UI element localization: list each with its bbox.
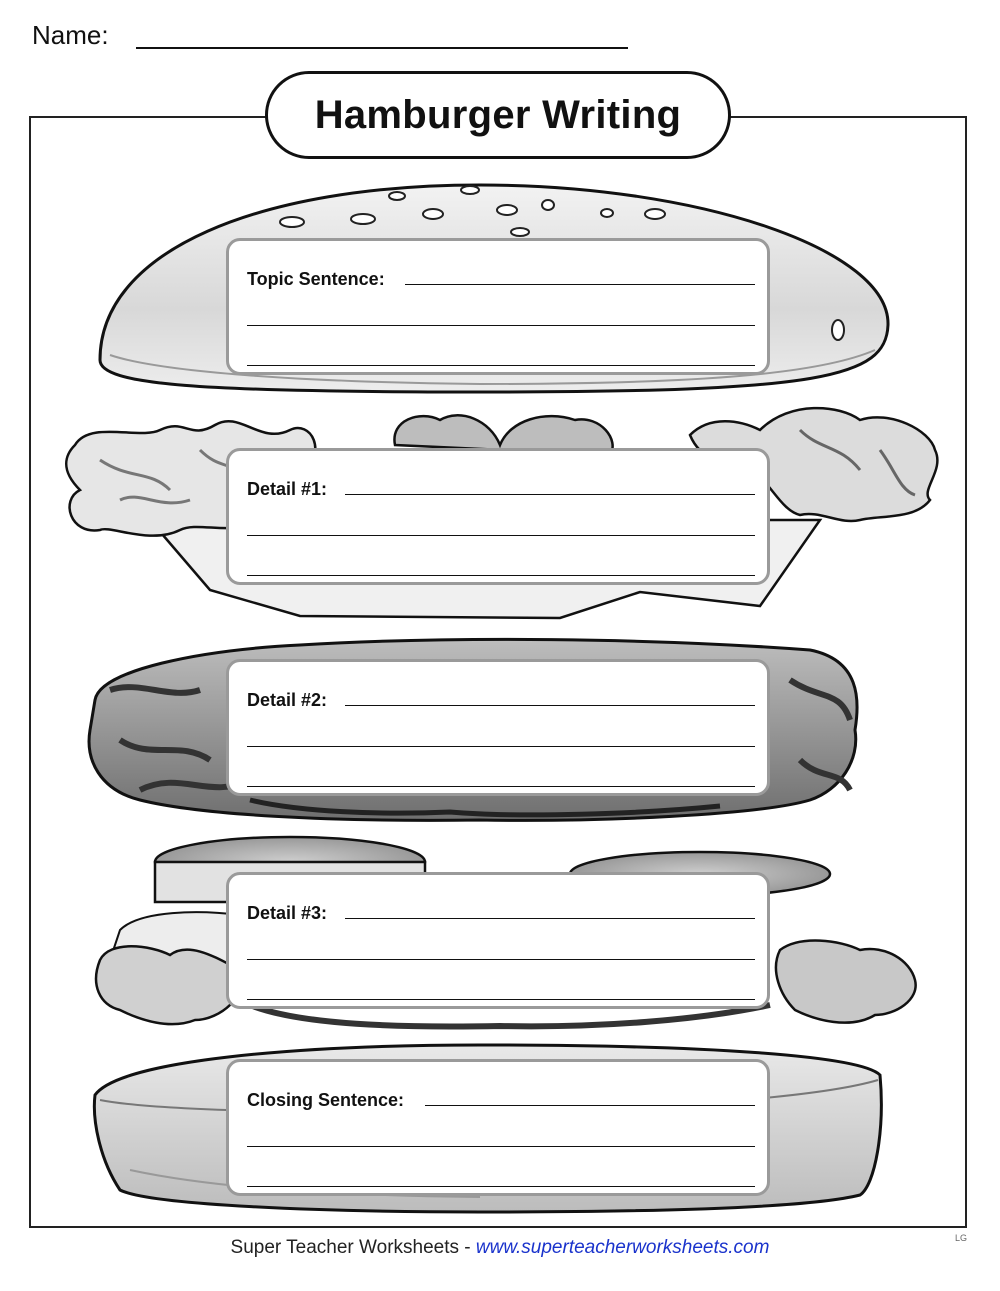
footer: Super Teacher Worksheets - www.superteac… [0,1237,1000,1259]
detail-3-line-3[interactable] [247,999,755,1000]
topic-sentence-line-3[interactable] [247,365,755,366]
detail-2-line-1[interactable] [345,705,755,706]
closing-sentence-label: Closing Sentence: [247,1090,405,1110]
worksheet-title: Hamburger Writing [265,71,731,159]
closing-sentence-line-2[interactable] [247,1146,755,1147]
detail-2-line-2[interactable] [247,746,755,747]
closing-sentence-box: Closing Sentence: [226,1059,770,1196]
detail-2-label: Detail #2: [247,690,328,710]
topic-sentence-box: Topic Sentence: [226,238,770,375]
topic-sentence-label: Topic Sentence: [247,269,385,289]
detail-1-line-3[interactable] [247,575,755,576]
topic-sentence-line-1[interactable] [405,284,755,285]
detail-3-line-2[interactable] [247,959,755,960]
detail-2-line-3[interactable] [247,786,755,787]
footer-initials: LG [955,1233,968,1243]
name-field[interactable] [136,47,628,49]
detail-1-box: Detail #1: [226,448,770,585]
detail-3-line-1[interactable] [345,918,755,919]
closing-sentence-line-3[interactable] [247,1186,755,1187]
detail-3-label: Detail #3: [247,903,328,923]
topic-sentence-line-2[interactable] [247,325,755,326]
detail-1-line-1[interactable] [345,494,755,495]
detail-1-line-2[interactable] [247,535,755,536]
closing-sentence-line-1[interactable] [425,1105,755,1106]
detail-1-label: Detail #1: [247,479,328,499]
detail-3-box: Detail #3: [226,872,770,1009]
detail-2-box: Detail #2: [226,659,770,796]
footer-url-link[interactable]: www.superteacherworksheets.com [475,1237,770,1258]
name-label: Name: [32,20,109,50]
footer-publisher: Super Teacher Worksheets - [230,1237,476,1258]
